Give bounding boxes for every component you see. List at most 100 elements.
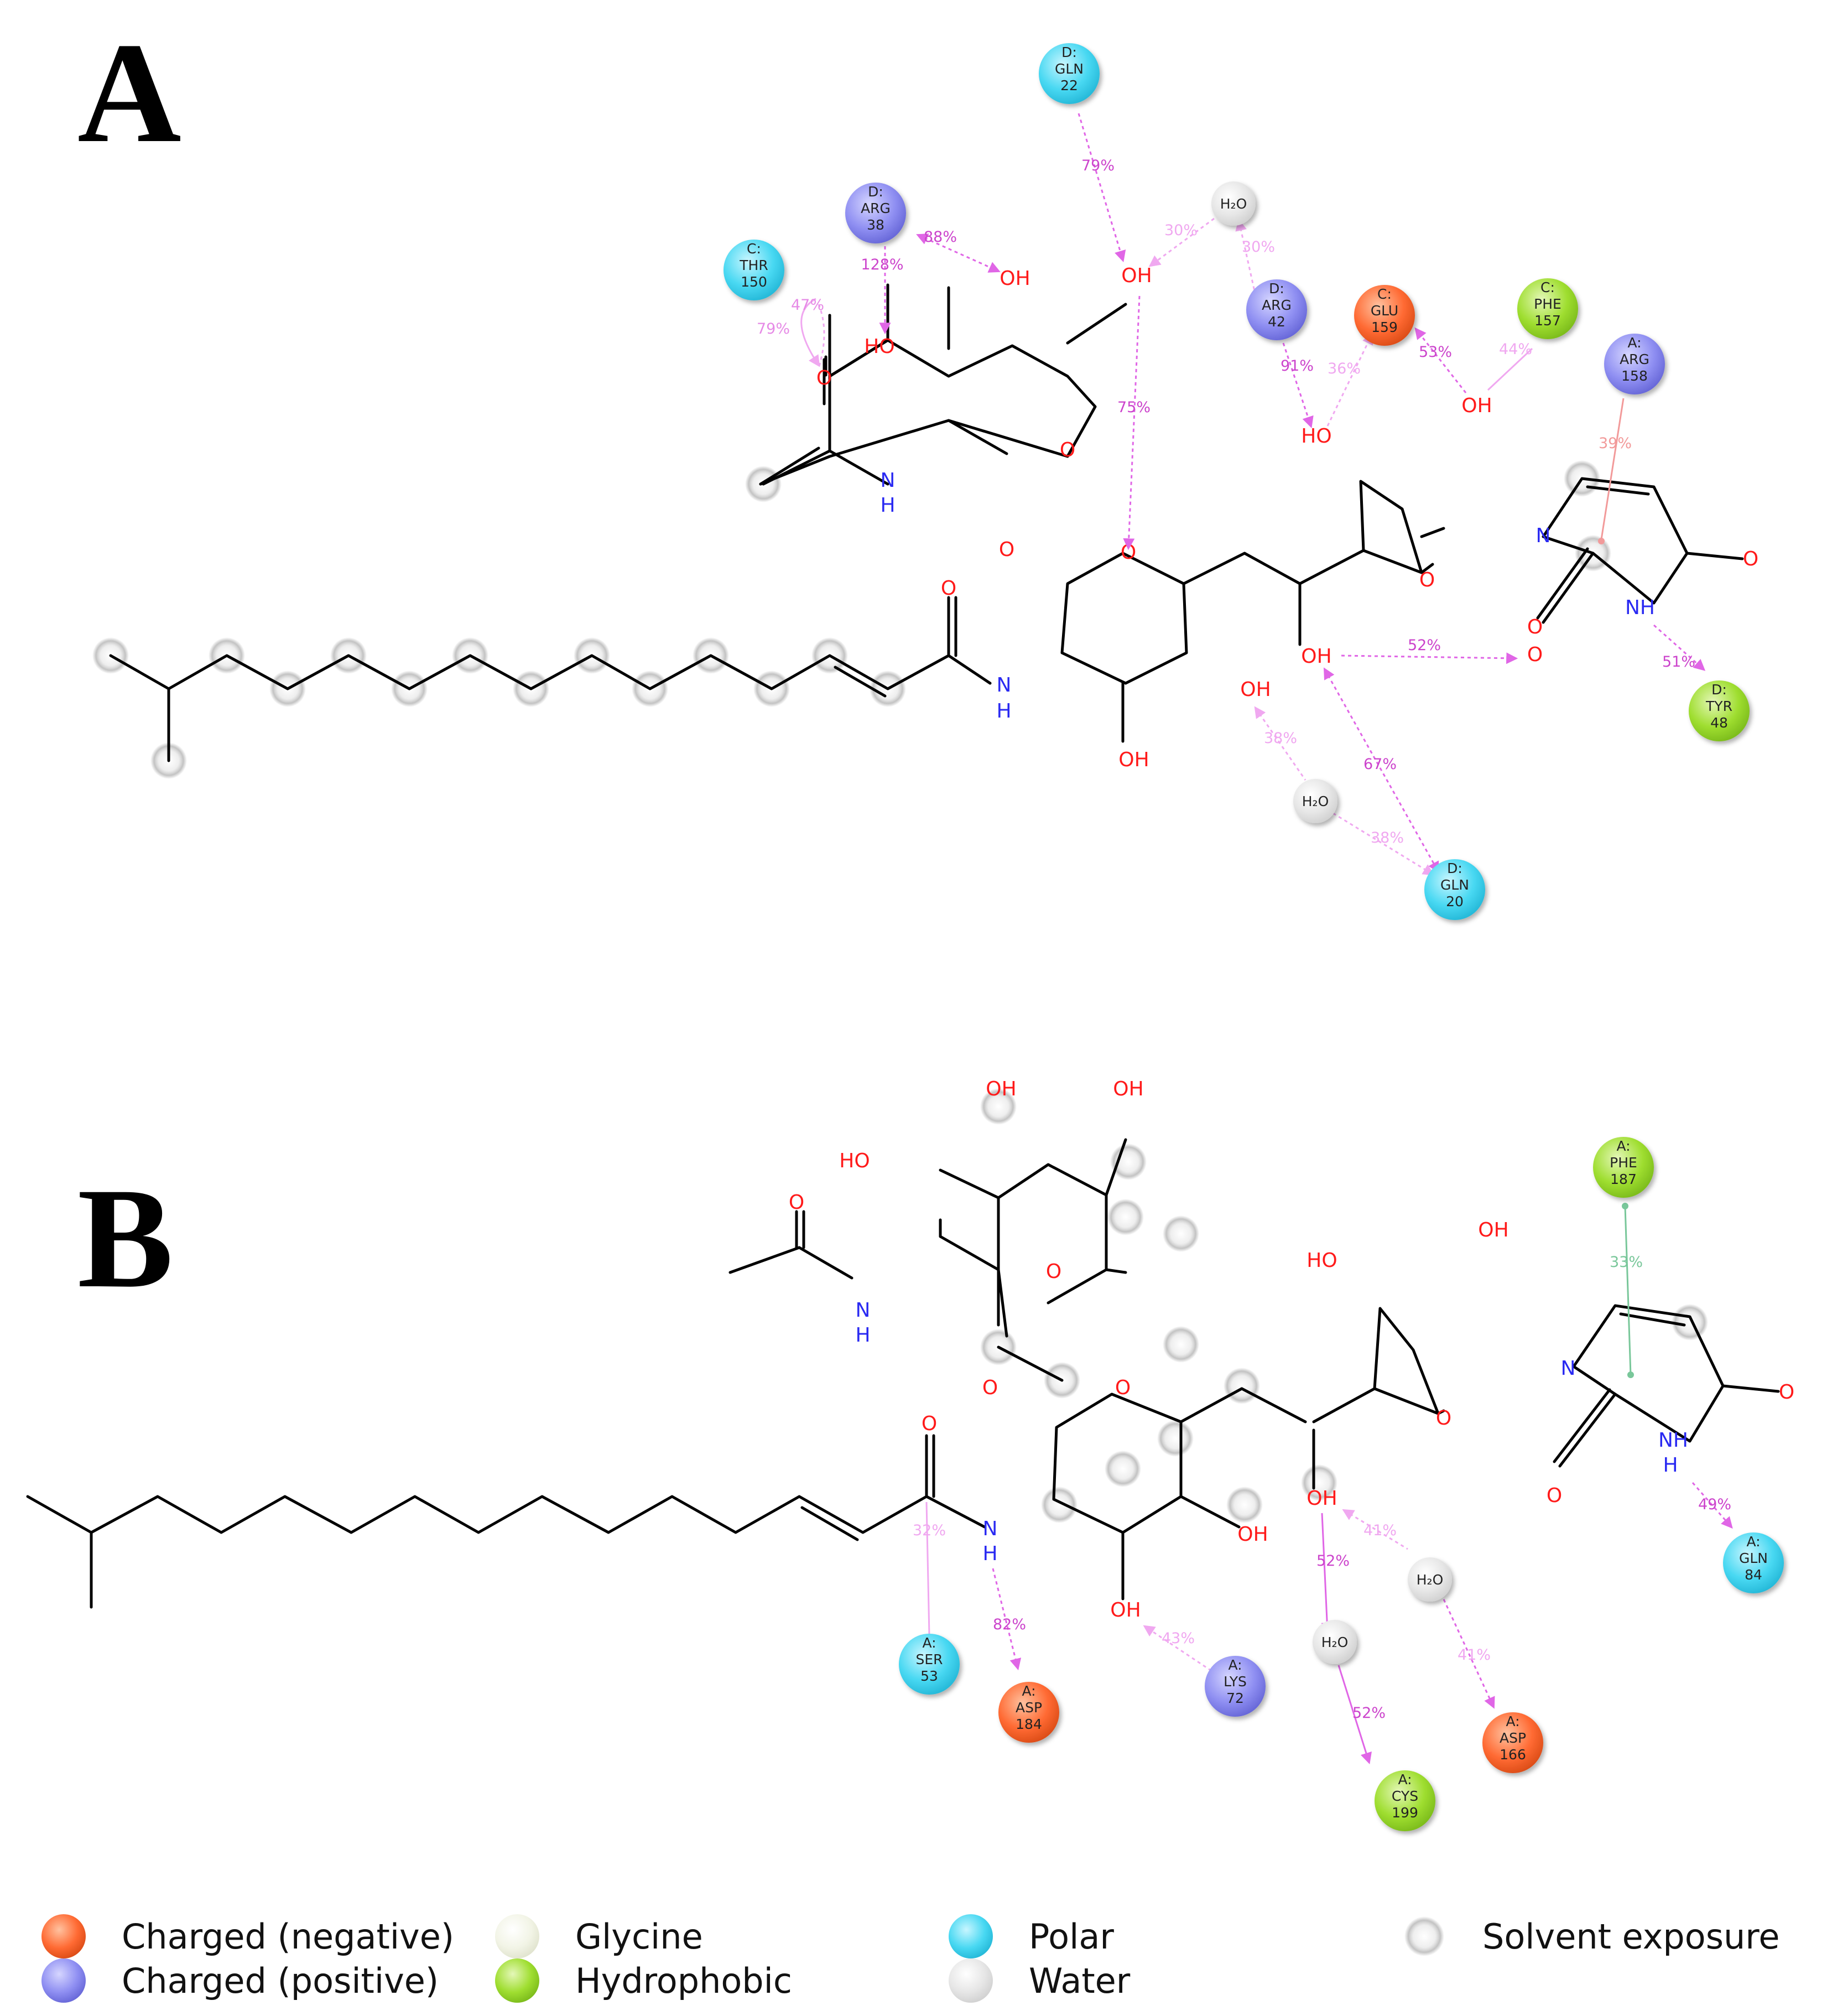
residue-bubble: [1689, 680, 1750, 741]
residue-c-thr150: C: THR 150: [723, 240, 784, 300]
water-label: H₂O: [1220, 196, 1247, 212]
residue-number: 187: [1610, 1171, 1637, 1187]
percent-label: 30%: [1164, 222, 1198, 239]
residue-a-arg38: D: ARG 38: [845, 183, 906, 243]
residue-number: 48: [1710, 715, 1728, 731]
residue-chain: C:: [1377, 286, 1392, 302]
percent-label: 52%: [1408, 637, 1441, 654]
percent-label: 79%: [757, 320, 790, 337]
atom-oh: OH: [1118, 749, 1149, 771]
residue-name: THR: [739, 257, 768, 273]
water-a-2: H₂O: [1293, 779, 1337, 823]
residue-a-gln22: D: GLN 22: [1039, 43, 1100, 104]
water-label: H₂O: [1417, 1572, 1444, 1588]
atom-n: N: [881, 469, 896, 492]
residue-name: PHE: [1534, 296, 1561, 312]
atom-nh: NH: [1658, 1429, 1688, 1452]
residue-chain: A:: [922, 1635, 936, 1651]
atom-o: O: [999, 538, 1014, 561]
atom-o: O: [1527, 616, 1543, 638]
atom-ho: HO: [1301, 425, 1331, 448]
residue-name: ARG: [1262, 297, 1292, 313]
atom-o: O: [1779, 1381, 1794, 1404]
legend-label: Polar: [1029, 1916, 1114, 1957]
residue-bubble: [1593, 1137, 1654, 1198]
residue-number: 72: [1226, 1690, 1244, 1706]
residue-a-arg158: A: ARG 158: [1604, 334, 1665, 394]
percent-label: 52%: [1316, 1552, 1350, 1570]
residue-chain: A:: [1627, 335, 1641, 351]
residue-name: LYS: [1224, 1674, 1247, 1690]
atom-o: O: [941, 577, 956, 600]
residue-number: 42: [1268, 314, 1285, 330]
residue-name: SER: [915, 1651, 943, 1667]
atom-oh: OH: [986, 1078, 1016, 1100]
percent-label: 51%: [1662, 653, 1695, 671]
legend-swatch: [495, 1914, 539, 1958]
residue-name: ASP: [1016, 1700, 1042, 1716]
percent-label: 43%: [1162, 1630, 1195, 1647]
solvent-exposure-b: [980, 1088, 1708, 1523]
water-bubble: [1293, 779, 1337, 823]
legend-swatch: [949, 1914, 993, 1958]
residue-a-asp166: A: ASP 166: [1482, 1712, 1543, 1773]
residue-name: ARG: [1620, 351, 1649, 367]
panel-label-b: B: [77, 1158, 173, 1318]
atom-oh: OH: [1307, 1487, 1337, 1510]
percent-labels-a: 79% 88% 128% 47% 79% 30% 30% 75% 91% 36%…: [757, 157, 1695, 846]
atom-o: O: [1527, 643, 1543, 666]
atom-o: O: [816, 367, 832, 389]
residue-chain: A:: [1022, 1683, 1035, 1699]
residue-chain: D:: [1447, 860, 1462, 876]
legend-swatch: [1404, 1916, 1444, 1956]
residue-chain: D:: [1269, 280, 1284, 297]
residue-bubble: [1517, 278, 1578, 339]
atom-oh: OH: [1461, 394, 1492, 417]
atom-ho: HO: [864, 335, 894, 358]
percent-label: 67%: [1363, 756, 1397, 773]
residue-chain: A:: [1228, 1657, 1242, 1673]
residue-c-phe157: C: PHE 157: [1517, 278, 1578, 339]
legend-item-solvent: Solvent exposure: [1404, 1916, 1780, 1957]
residue-chain: A:: [1398, 1771, 1412, 1788]
residue-a-cys199: A: CYS 199: [1375, 1770, 1435, 1831]
water-b-1: H₂O: [1408, 1557, 1452, 1602]
legend-item-negative: Charged (negative): [41, 1914, 454, 1958]
residue-bubble: [899, 1634, 960, 1695]
residue-number: 22: [1060, 77, 1078, 93]
residue-d-arg42: D: ARG 42: [1246, 279, 1307, 340]
atom-labels-a: O O O O O O O O O OH OH HO OH OH OH HO O…: [816, 264, 1758, 771]
residue-name: CYS: [1392, 1788, 1418, 1804]
residue-number: 184: [1016, 1716, 1042, 1732]
residue-bubble: [845, 183, 906, 243]
residue-name: GLN: [1440, 877, 1469, 893]
residue-name: PHE: [1610, 1155, 1637, 1171]
residue-number: 38: [867, 217, 884, 233]
residue-d-tyr48: D: TYR 48: [1689, 680, 1750, 741]
residue-chain: C:: [1540, 279, 1555, 295]
water-b-2: H₂O: [1313, 1620, 1357, 1664]
legend-label: Glycine: [575, 1916, 703, 1957]
residue-bubble: [1039, 43, 1100, 104]
percent-label: 53%: [1419, 344, 1452, 361]
ligand-bonds-a: [109, 283, 1744, 762]
atom-ho: HO: [1307, 1249, 1337, 1272]
percent-label: 49%: [1698, 1496, 1731, 1513]
legend-label: Charged (positive): [122, 1961, 439, 2001]
residue-bubble: [1604, 334, 1665, 394]
residue-bubble: [1424, 859, 1485, 920]
legend-swatch: [41, 1914, 86, 1958]
water-bubble: [1211, 181, 1256, 226]
residue-d-gln20: D: GLN 20: [1424, 859, 1485, 920]
atom-n: N: [983, 1518, 998, 1540]
legend-item-hydrophobic: Hydrophobic: [495, 1958, 792, 2003]
residue-bubble: [1482, 1712, 1543, 1773]
percent-label: 52%: [1352, 1705, 1386, 1722]
percent-label: 33%: [1610, 1254, 1643, 1271]
atom-o: O: [1060, 439, 1075, 461]
residue-number: 20: [1446, 893, 1464, 910]
solvent-exposure-a: [92, 460, 1611, 779]
atom-h: H: [855, 1324, 870, 1347]
percent-labels-b: 33% 49% 32% 82% 43% 52% 52% 41% 41%: [913, 1254, 1731, 1722]
residue-bubble: [1723, 1532, 1784, 1593]
